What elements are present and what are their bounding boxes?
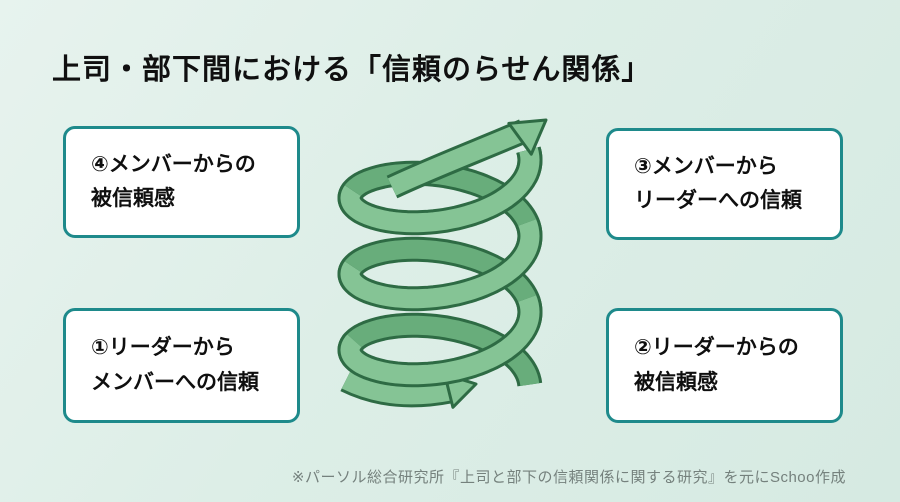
box-member-felt-trust: ④メンバーからの 被信頼感	[63, 126, 300, 238]
box-member-to-leader-trust: ③メンバーから リーダーへの信頼	[606, 128, 843, 240]
box-leader-felt-trust: ②リーダーからの 被信頼感	[606, 308, 843, 423]
box-line: 被信頼感	[91, 187, 175, 210]
box-line: ③メンバーから	[634, 154, 778, 178]
box-line: 被信頼感	[634, 370, 718, 394]
source-footnote: ※パーソル総合研究所『上司と部下の信頼関係に関する研究』を元にSchoo作成	[291, 469, 846, 486]
box-line: メンバーへの信頼	[91, 370, 259, 394]
spiral-arrow-illustration	[337, 118, 548, 409]
box-line: ④メンバーからの	[91, 152, 256, 176]
box-line: ①リーダーから	[91, 336, 235, 360]
box-leader-to-member-trust: ①リーダーから メンバーへの信頼	[63, 308, 300, 423]
page-title: 上司・部下間における「信頼のらせん関係」	[52, 54, 652, 86]
box-line: リーダーへの信頼	[634, 189, 802, 212]
box-line: ②リーダーからの	[634, 336, 799, 360]
